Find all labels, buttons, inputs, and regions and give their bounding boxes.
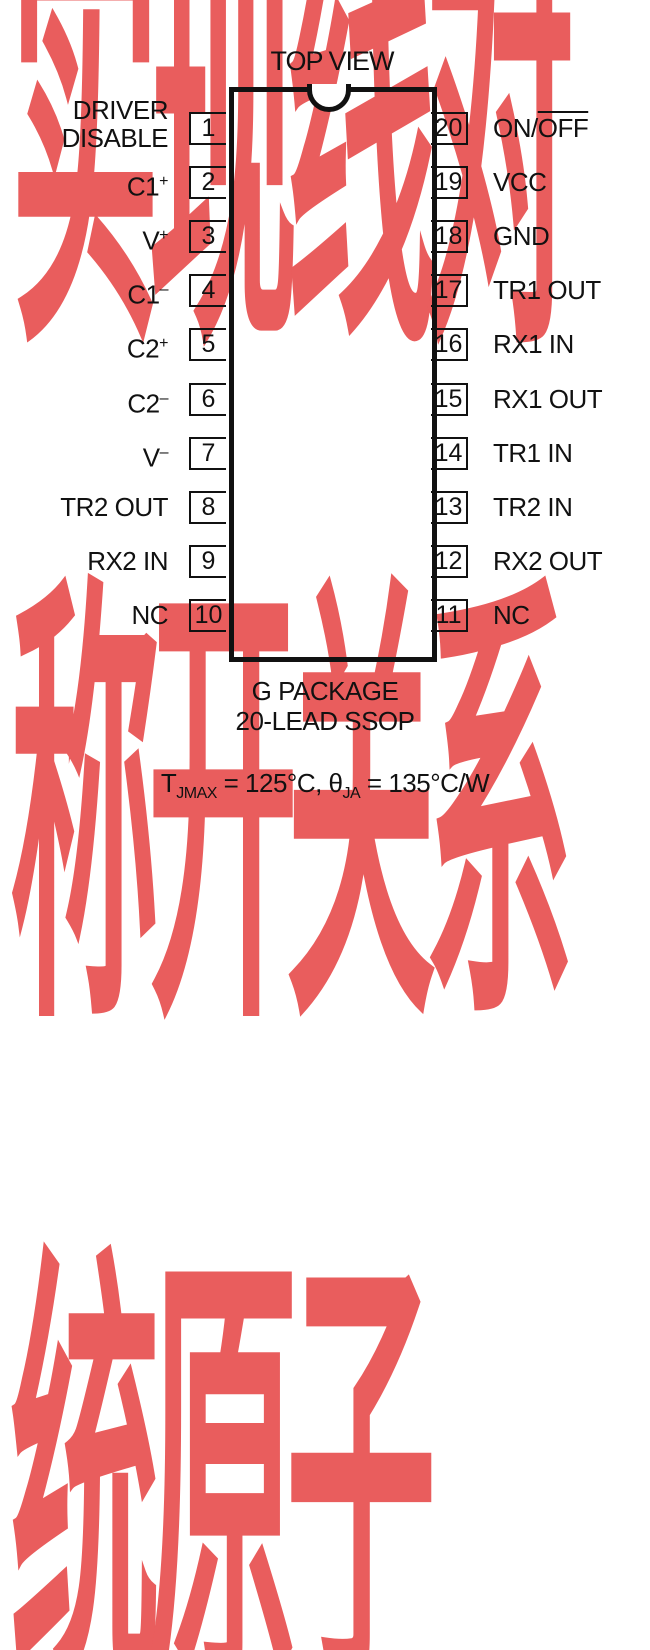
pin-label-text: V	[142, 225, 160, 256]
pin-label-text: TR1 IN	[493, 437, 573, 468]
pin-label-text: GND	[493, 221, 550, 252]
pin-number-box: 5	[189, 328, 226, 362]
pin-label-text: RX1 OUT	[493, 383, 603, 414]
pin-label-text: C2	[126, 334, 160, 365]
pin-number-box: 17	[431, 274, 468, 308]
tjmax-subscript: JMAX	[176, 785, 217, 803]
pin-label-text: RX2 OUT	[493, 545, 603, 576]
pin-label-left: C2–	[127, 385, 169, 419]
pin-label-text: TR2 OUT	[60, 491, 168, 522]
pin-label-left: C1–	[127, 276, 168, 309]
pin-number-box: 13	[431, 490, 468, 524]
pin-number-box: 20	[431, 112, 468, 145]
pin-label-right: ON/OFF	[493, 113, 589, 143]
pin-number-box: 12	[431, 544, 468, 578]
pin-label-text: C2	[127, 388, 160, 419]
pin-number-box: 11	[431, 598, 468, 632]
pin-label-right: RX2 OUT	[493, 545, 603, 576]
ic-package-body	[229, 87, 437, 662]
pin-label-left: V+	[142, 222, 168, 255]
pin-number-box: 2	[189, 166, 226, 200]
pin-label-text: C1	[127, 279, 160, 310]
pin-label-text: NC	[131, 599, 168, 630]
pin-number-box: 16	[431, 328, 468, 362]
pin-label-left: RX2 IN	[87, 547, 168, 575]
pin-label-line: DRIVER	[72, 95, 169, 125]
thermal-spec: TJMAX = 125°C, θJA = 135°C/W	[80, 768, 570, 803]
theta-value: = 135°C/W	[360, 768, 490, 798]
pin-label-text: VCC	[493, 167, 547, 198]
diagram-title: TOP VIEW	[270, 46, 394, 76]
pin-label-left: C1+	[126, 168, 169, 202]
pin-number-box: 4	[189, 274, 226, 308]
pin-label-text: RX1 IN	[493, 329, 574, 360]
pin-label-right: TR1 OUT	[493, 276, 601, 304]
pin-label-right: GND	[493, 221, 550, 252]
pin-label-overline: OFF	[537, 113, 589, 143]
pin-number-box: 14	[431, 436, 468, 470]
pin-number-box: 15	[431, 382, 468, 416]
pin-label-text: ON/	[493, 113, 538, 143]
theta-symbol: θ	[328, 768, 343, 798]
pin-label-superscript: +	[159, 173, 168, 191]
theta-subscript: JA	[342, 785, 361, 803]
pin-label-text: NC	[493, 599, 530, 630]
pin-label-superscript: +	[159, 227, 168, 245]
pin-label-line: DISABLE	[61, 123, 169, 153]
pin-number-box: 18	[431, 220, 468, 254]
pin-label-text: RX2 IN	[87, 545, 168, 576]
pin-number-box: 9	[189, 544, 226, 578]
pin-label-right: VCC	[493, 167, 547, 198]
pin-label-left: TR2 OUT	[60, 493, 168, 521]
pin-number-box: 8	[189, 490, 226, 524]
pin-number-box: 10	[189, 598, 226, 632]
pin-number-box: 19	[431, 166, 468, 200]
pin-label-right: RX1 IN	[493, 330, 574, 358]
pin-label-text: TR1 OUT	[493, 275, 601, 306]
pin-number-box: 7	[189, 436, 226, 470]
pin-label-left: NC	[131, 601, 168, 629]
pin-label-superscript: +	[159, 335, 168, 353]
pin-label-superscript: –	[159, 443, 169, 461]
tjmax-symbol: T	[160, 768, 177, 798]
pin-label-text: C1	[126, 171, 160, 202]
pin-label-left: V–	[142, 439, 169, 473]
package-name: G PACKAGE	[251, 676, 399, 706]
pin-label-text: V	[142, 442, 160, 473]
pin-label-right: NC	[493, 601, 530, 629]
tjmax-value: = 125°C,	[216, 768, 329, 798]
pin-label-right: TR1 IN	[493, 437, 573, 468]
pin-label-superscript: –	[159, 281, 169, 299]
pin-number-box: 3	[189, 220, 226, 254]
package-type: 20-LEAD SSOP	[235, 706, 415, 736]
pin-label-right: RX1 OUT	[493, 383, 603, 414]
pin-label-text: TR2 IN	[493, 491, 573, 522]
pin-label-right: TR2 IN	[493, 491, 573, 522]
pin-number-box: 6	[189, 382, 226, 416]
pin-label-superscript: –	[159, 389, 169, 407]
pin-label-left: C2+	[126, 330, 169, 365]
pin-number-box: 1	[189, 112, 226, 145]
